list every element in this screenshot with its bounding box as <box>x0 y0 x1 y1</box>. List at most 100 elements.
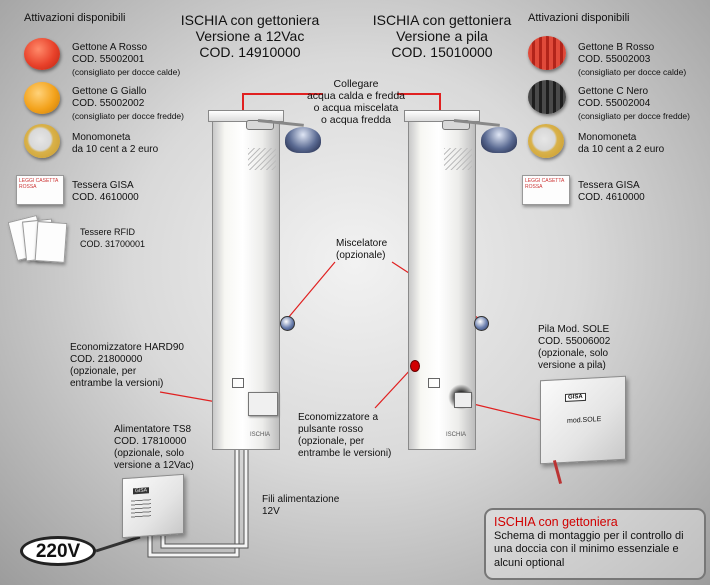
mixer-pointer-left <box>287 261 336 319</box>
item-name: Gettone B Rosso <box>578 42 655 53</box>
gisa-card-label-right: Tessera GISA COD. 4610000 <box>578 180 645 204</box>
token-a-label: Gettone A Rosso COD. 55002001 (consiglia… <box>72 42 180 78</box>
item-code: COD. 4610000 <box>578 192 645 203</box>
left-title-line: ISCHIA con gettoniera <box>180 12 320 28</box>
sole-brand: GISA <box>565 392 586 402</box>
hard90-line: COD. 21800000 <box>70 354 143 365</box>
item-code: COD. 55002001 <box>72 54 145 65</box>
ts8-line: Alimentatore TS8 <box>114 424 192 435</box>
connect-line: o acqua miscelata <box>313 102 399 114</box>
item-name: Monomoneta <box>578 132 637 143</box>
red-token-a-icon <box>24 38 60 70</box>
gisa-card-icon: LEGGI CASETTA ROSSA <box>16 175 64 205</box>
left-model-title: ISCHIA con gettoniera Versione a 12Vac C… <box>170 12 330 60</box>
coin-slot <box>232 378 244 388</box>
right-title-line: COD. 15010000 <box>391 44 493 60</box>
item-name: Tessera GISA <box>578 180 640 191</box>
token-g-label: Gettone G Giallo COD. 55002002 (consigli… <box>72 86 184 122</box>
wires-label: Fili alimentazione 12V <box>262 494 339 518</box>
red-button-economizer-label: Economizzatore a pulsante rosso (opziona… <box>298 412 391 460</box>
black-token-c-icon <box>528 80 566 114</box>
item-code: COD. 4610000 <box>72 192 139 203</box>
item-note: (consigliato per docce fredde) <box>578 111 690 121</box>
note-title: ISCHIA con gettoniera <box>494 515 618 529</box>
column-brand: ISCHIA <box>250 432 271 438</box>
sole-battery-label: Pila Mod. SOLE COD. 55006002 (opzionale,… <box>538 324 610 372</box>
item-name: Gettone C Nero <box>578 86 649 97</box>
rfid-label: Tessere RFID COD. 31700001 <box>80 226 145 250</box>
right-activations-header: Attivazioni disponibili <box>528 12 630 24</box>
ts8-badge: GISA <box>133 487 149 495</box>
hard90-line: (opzionale, per <box>70 366 137 377</box>
euro-coin-icon <box>24 124 60 158</box>
item-name: Tessera GISA <box>72 180 134 191</box>
hard90-economizer <box>248 392 278 416</box>
mixer-knob-icon <box>474 316 489 331</box>
vent-grille <box>248 148 276 170</box>
ts8-power-supply: GISA <box>122 473 184 539</box>
item-name: Monomoneta <box>72 132 131 143</box>
sole-line: versione a pila) <box>538 360 606 371</box>
info-note-box: ISCHIA con gettoniera Schema di montaggi… <box>484 508 706 580</box>
ts8-line: (opzionale, solo <box>114 448 185 459</box>
coin-label: Monomoneta da 10 cent a 2 euro <box>72 132 158 156</box>
battery-economizer <box>454 392 472 408</box>
column-brand: ISCHIA <box>446 432 467 438</box>
mixer-label: Miscelatore (opzionale) <box>336 238 387 262</box>
red-button-line: (opzionale, per <box>298 436 365 447</box>
hard90-line: Economizzatore HARD90 <box>70 342 184 353</box>
gisa-card-icon: LEGGI CASETTA ROSSA <box>522 175 570 205</box>
item-code: COD. 55002004 <box>578 98 651 109</box>
item-name: Tessere RFID <box>80 227 136 237</box>
red-button-line: Economizzatore a <box>298 412 379 423</box>
right-model-title: ISCHIA con gettoniera Versione a pila CO… <box>362 12 522 60</box>
red-button-line: entrambe le versioni) <box>298 448 392 459</box>
water-pipe-right <box>397 93 441 115</box>
ts8-terminals <box>131 499 151 519</box>
sole-line: (opzionale, solo <box>538 348 609 359</box>
coin-slot <box>428 378 440 388</box>
hard90-label: Economizzatore HARD90 COD. 21800000 (opz… <box>70 342 184 390</box>
sole-pointer <box>464 401 549 423</box>
right-title-line: Versione a pila <box>396 28 488 44</box>
wires-line: Fili alimentazione <box>262 494 340 505</box>
gisa-card-label: Tessera GISA COD. 4610000 <box>72 180 139 204</box>
mixer-knob-icon <box>280 316 295 331</box>
item-note: (consigliato per docce calde) <box>72 67 181 77</box>
item-code: da 10 cent a 2 euro <box>72 144 159 155</box>
red-button-line: pulsante rosso <box>298 424 364 435</box>
item-code: COD. 55002003 <box>578 54 651 65</box>
sole-line: COD. 55006002 <box>538 336 611 347</box>
item-code: COD. 31700001 <box>80 239 146 249</box>
shower-head-icon <box>285 127 321 153</box>
red-push-button[interactable] <box>410 360 420 372</box>
hard90-line: entrambe la versioni) <box>70 378 164 389</box>
water-pipe-left <box>242 93 323 115</box>
item-name: Gettone A Rosso <box>72 42 148 53</box>
card-text: LEGGI CASETTA ROSSA <box>525 178 565 190</box>
ts8-label: Alimentatore TS8 COD. 17810000 (opzional… <box>114 424 194 472</box>
mixer-line: Miscelatore <box>336 238 388 249</box>
euro-coin-icon <box>528 124 564 158</box>
item-name: Gettone G Giallo <box>72 86 147 97</box>
rfid-cards-icon <box>7 214 74 266</box>
item-note: (consigliato per docce fredde) <box>72 111 184 121</box>
red-token-b-icon <box>528 36 566 70</box>
item-code: da 10 cent a 2 euro <box>578 144 665 155</box>
red-button-pointer <box>374 367 413 409</box>
wires-line: 12V <box>262 506 280 517</box>
mixer-line: (opzionale) <box>336 250 386 261</box>
yellow-token-g-icon <box>24 82 60 114</box>
sole-model-text: mod.SOLE <box>567 416 602 425</box>
connect-line: o acqua fredda <box>320 114 392 126</box>
connect-line: acqua calda e fredda <box>306 90 406 102</box>
connect-line: Collegare <box>333 78 379 90</box>
right-title-line: ISCHIA con gettoniera <box>372 12 512 28</box>
sole-battery-box: GISA mod.SOLE <box>540 375 626 465</box>
ts8-line: versione a 12Vac) <box>114 460 194 471</box>
mains-220v-badge: 220V <box>20 536 96 566</box>
coin-label-right: Monomoneta da 10 cent a 2 euro <box>578 132 664 156</box>
left-title-line: Versione a 12Vac <box>195 28 305 44</box>
water-connection-label: Collegare acqua calda e fredda o acqua m… <box>296 78 416 126</box>
